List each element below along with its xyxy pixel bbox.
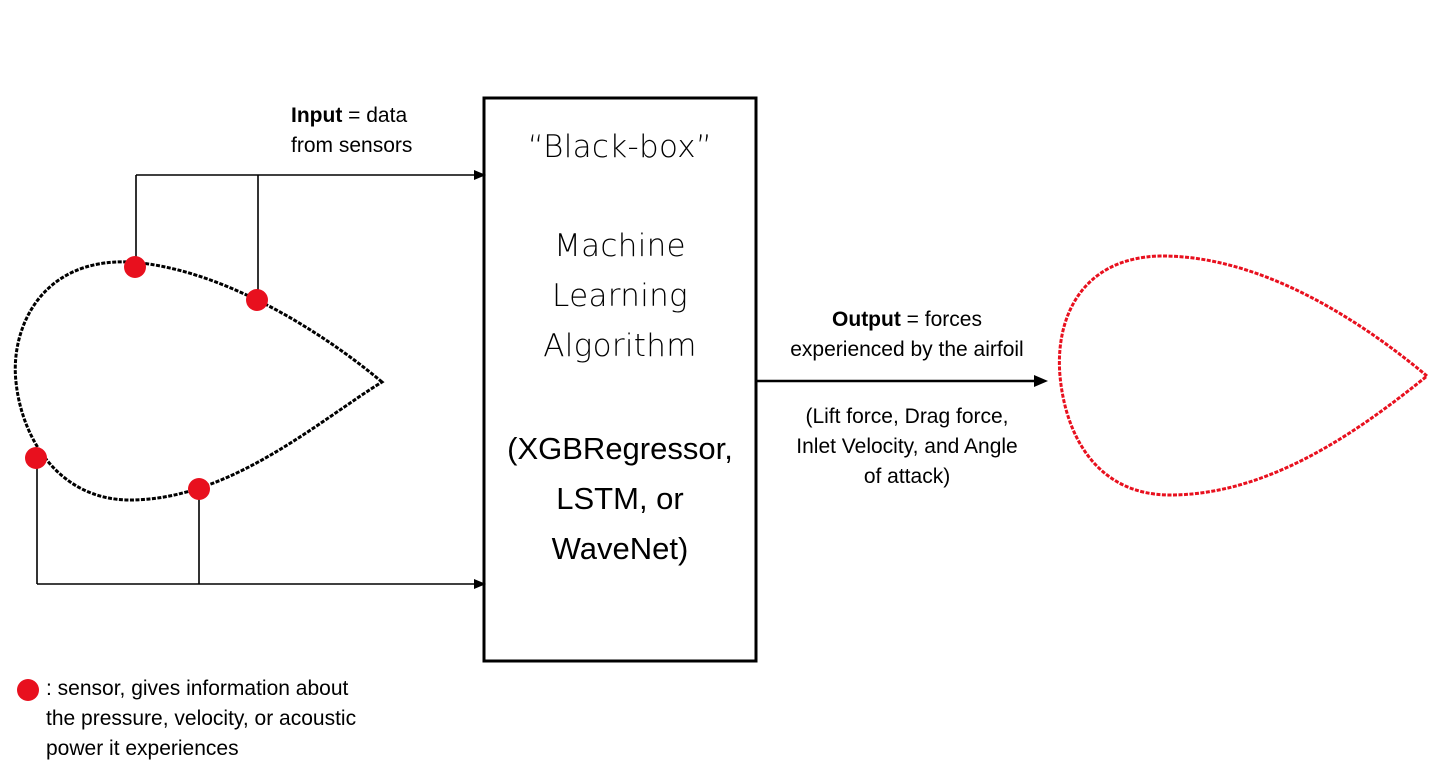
box-title-line: Learning: [552, 278, 688, 314]
legend-line: : sensor, gives information about: [46, 677, 349, 700]
box-title-line: Machine: [554, 228, 686, 264]
input-label: Input = data from sensors: [291, 101, 412, 161]
output-label-line-1: Output = forces: [762, 305, 1052, 335]
arrowhead-bottom: [474, 579, 486, 589]
sensor-dot: [188, 478, 210, 500]
sensor-dot: [124, 256, 146, 278]
box-models-line: LSTM, or: [556, 481, 684, 516]
output-list-line: of attack): [863, 465, 951, 488]
box-title: Machine Learning Algorithm: [486, 221, 754, 371]
input-airfoil: [13, 260, 385, 502]
output-label-rest: = forces: [900, 308, 982, 331]
input-label-bold: Input: [291, 104, 343, 127]
box-models-line: WaveNet): [551, 531, 689, 566]
output-label-bold: Output: [832, 308, 901, 331]
input-label-line-1: Input = data: [291, 101, 412, 131]
output-list-line: (Lift force, Drag force,: [805, 405, 1009, 428]
box-models-line: (XGBRegressor,: [507, 431, 733, 466]
legend-line: the pressure, velocity, or acoustic: [46, 707, 357, 730]
output-list: (Lift force, Drag force, Inlet Velocity,…: [762, 402, 1052, 492]
box-title-line: Algorithm: [543, 328, 697, 364]
output-label-line-2: experienced by the airfoil: [790, 338, 1024, 361]
output-airfoil: [1057, 254, 1430, 497]
input-label-line-2: from sensors: [291, 134, 413, 157]
black-box: [482, 96, 758, 663]
sensor-dot: [246, 289, 268, 311]
output-arrowhead: [1034, 375, 1048, 387]
sensor-dot: [25, 447, 47, 469]
legend: : sensor, gives information about the pr…: [46, 674, 356, 764]
legend-sensor-dot: [17, 679, 39, 701]
arrowhead-top: [474, 170, 486, 180]
box-quote: “Black-box”: [527, 129, 713, 165]
input-label-rest: = data: [342, 104, 408, 127]
output-label: Output = forces experienced by the airfo…: [762, 305, 1052, 365]
output-list-line: Inlet Velocity, and Angle: [796, 435, 1018, 458]
box-models: (XGBRegressor, LSTM, or WaveNet): [486, 424, 754, 574]
legend-line: power it experiences: [46, 737, 239, 760]
